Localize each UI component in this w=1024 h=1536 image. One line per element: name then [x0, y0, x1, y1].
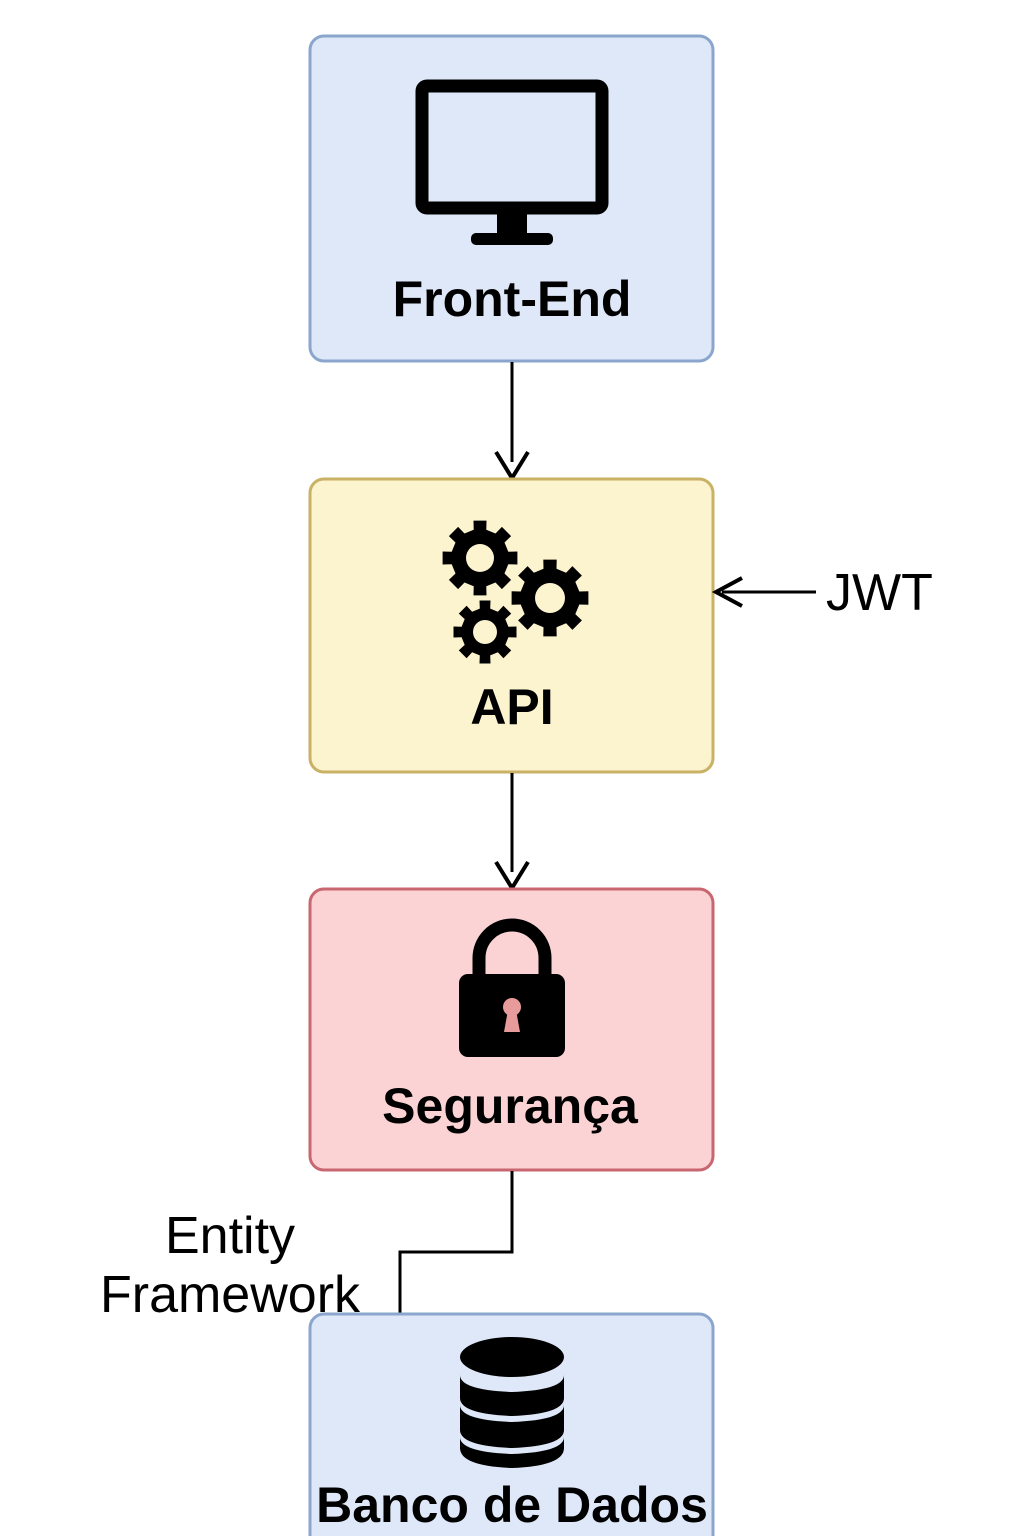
arrow-frontend-to-api	[494, 362, 530, 482]
frontend-box	[308, 34, 715, 363]
banco-label: Banco de Dados	[316, 1477, 708, 1533]
ef-label-line1: Entity	[165, 1207, 295, 1265]
arrow-jwt-to-api	[711, 576, 816, 608]
lock-icon	[459, 918, 565, 1057]
seguranca-label: Segurança	[382, 1078, 639, 1134]
monitor-icon	[415, 79, 609, 245]
gear-hole-2	[535, 583, 565, 613]
gear-hole-1	[466, 544, 494, 572]
entity-framework-label: Entity Framework	[100, 1207, 361, 1324]
connector-seguranca-to-banco	[398, 1171, 514, 1314]
database-icon	[460, 1337, 564, 1468]
api-label: API	[470, 679, 553, 735]
frontend-label: Front-End	[393, 271, 632, 327]
api-box	[308, 477, 715, 774]
api-node: API	[308, 477, 715, 774]
gears-icon	[442, 520, 589, 664]
arrow-api-to-seguranca	[494, 773, 530, 892]
banco-node: Banco de Dados	[308, 1312, 715, 1536]
gear-hole-3	[473, 620, 497, 644]
frontend-node: Front-End	[308, 34, 715, 363]
seguranca-node: Segurança	[308, 887, 715, 1172]
jwt-label: JWT	[826, 564, 933, 622]
